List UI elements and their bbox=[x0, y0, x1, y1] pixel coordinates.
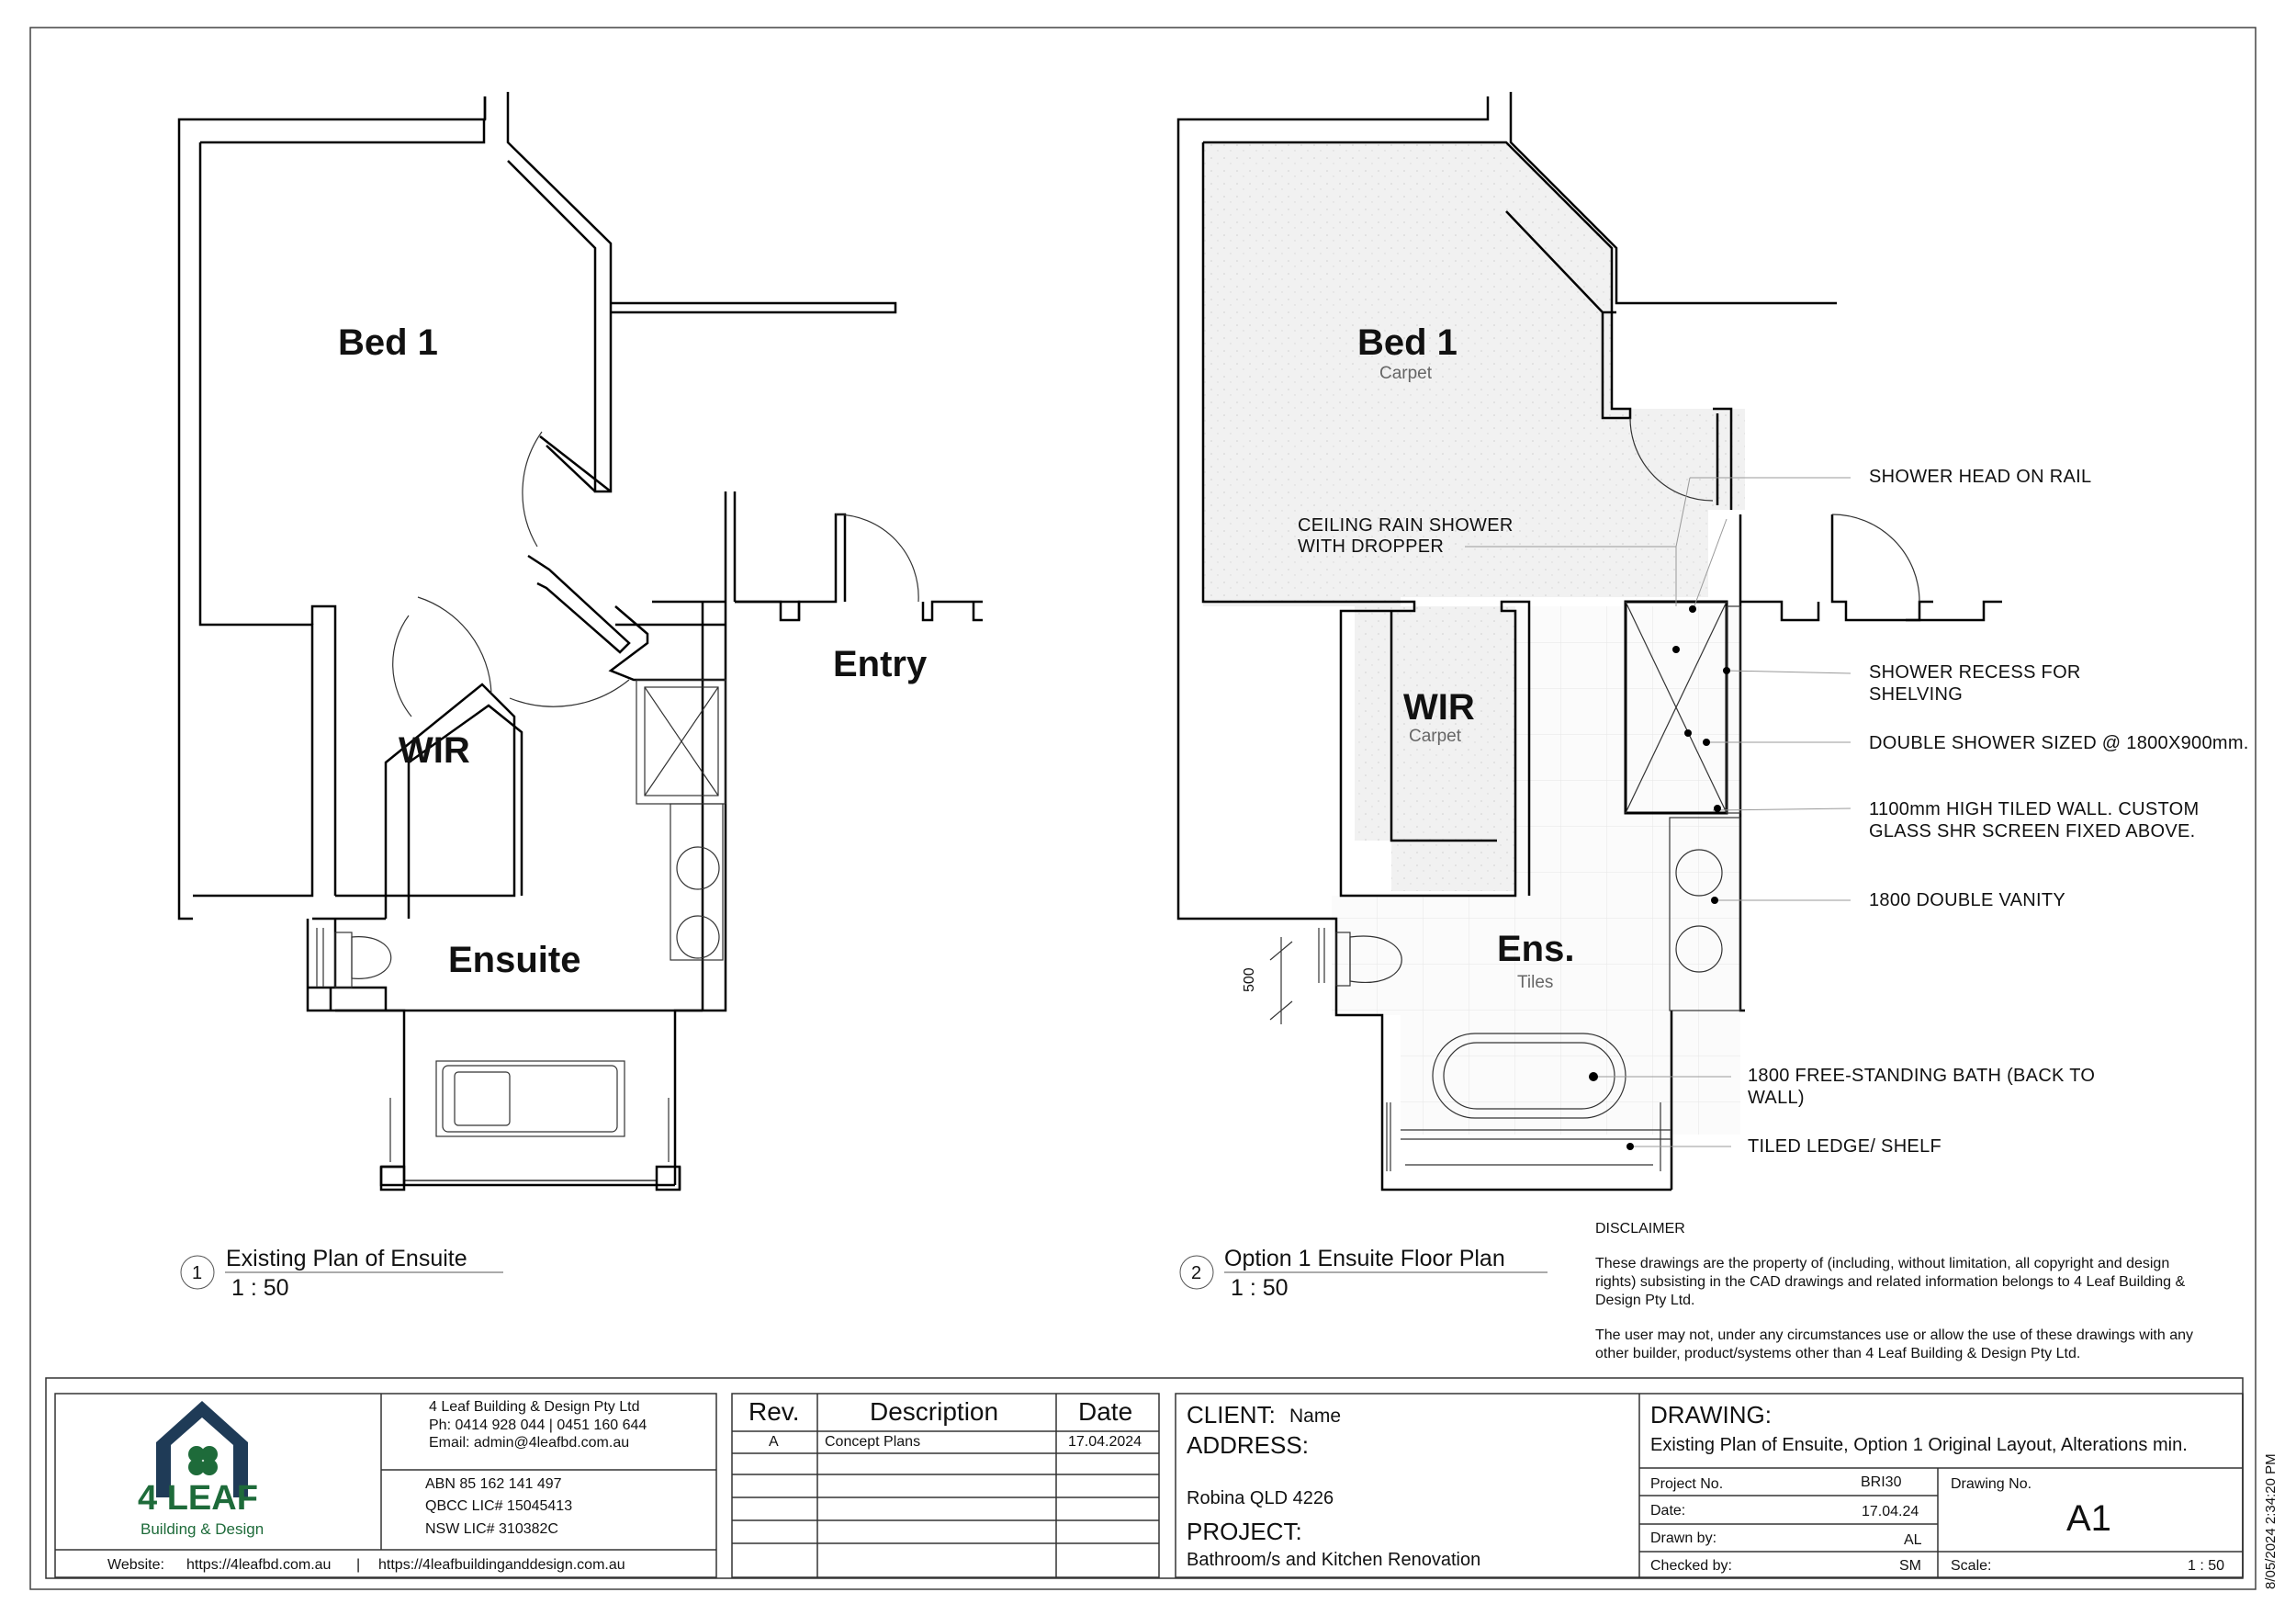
note-bath-2: WALL) bbox=[1748, 1088, 1805, 1108]
plan-number-1: 1 bbox=[192, 1263, 203, 1283]
finish-ens: Tiles bbox=[1517, 973, 1554, 992]
room-bed1-existing: Bed 1 bbox=[338, 322, 438, 363]
company-logo bbox=[156, 1401, 248, 1497]
logo-text: 4 LEAF bbox=[138, 1479, 258, 1518]
note-tiled-wall-1: 1100mm HIGH TILED WALL. CUSTOM bbox=[1869, 799, 2200, 819]
company-nsw: NSW LIC# 310382C bbox=[425, 1521, 558, 1537]
rev-row-desc: Concept Plans bbox=[825, 1434, 921, 1450]
address-value: Robina QLD 4226 bbox=[1187, 1488, 1334, 1508]
note-ceiling-shower-2: WITH DROPPER bbox=[1298, 536, 1445, 557]
dimension-500: 500 bbox=[1242, 967, 1257, 992]
plan-scale-2: 1 : 50 bbox=[1231, 1275, 1289, 1301]
description-header: Description bbox=[870, 1397, 999, 1426]
date-header: Date bbox=[1078, 1397, 1133, 1426]
company-phone: Ph: 0414 928 044 | 0451 160 644 bbox=[429, 1417, 647, 1433]
disclaimer-line-2: rights) subsisting in the CAD drawings a… bbox=[1595, 1274, 2186, 1290]
website-separator: | bbox=[356, 1557, 361, 1573]
website-label: Website: bbox=[107, 1557, 164, 1573]
rev-row-rev: A bbox=[769, 1434, 779, 1450]
finish-bed1: Carpet bbox=[1379, 364, 1433, 383]
note-ledge: TILED LEDGE/ SHELF bbox=[1748, 1136, 1942, 1157]
room-ensuite-existing: Ensuite bbox=[448, 940, 581, 980]
note-shower-recess-2: SHELVING bbox=[1869, 684, 1964, 705]
client-label: CLIENT: bbox=[1187, 1401, 1276, 1429]
project-no-label: Project No. bbox=[1650, 1476, 1724, 1492]
checked-by-label: Checked by: bbox=[1650, 1558, 1732, 1574]
drawing-no-value: A1 bbox=[2066, 1498, 2111, 1539]
note-ceiling-shower-1: CEILING RAIN SHOWER bbox=[1298, 515, 1514, 536]
existing-plan bbox=[177, 92, 983, 1191]
room-wir-option: WIR bbox=[1403, 687, 1475, 728]
disclaimer-line-5: other builder, product/systems other tha… bbox=[1595, 1346, 2081, 1361]
project-no-value: BRI30 bbox=[1861, 1474, 1902, 1490]
room-entry-existing: Entry bbox=[833, 644, 928, 684]
title-block-frame bbox=[45, 1377, 2244, 1579]
client-name: Name bbox=[1289, 1406, 1342, 1427]
plan-title-1: Existing Plan of Ensuite bbox=[226, 1246, 467, 1271]
company-name: 4 Leaf Building & Design Pty Ltd bbox=[429, 1399, 640, 1415]
address-label: ADDRESS: bbox=[1187, 1431, 1309, 1459]
finish-wir: Carpet bbox=[1409, 727, 1462, 746]
drawing-title: Existing Plan of Ensuite, Option 1 Origi… bbox=[1650, 1435, 2188, 1455]
option-plan bbox=[1176, 92, 2002, 1191]
scale-label: Scale: bbox=[1951, 1558, 1992, 1574]
disclaimer-heading: DISCLAIMER bbox=[1595, 1221, 1685, 1237]
sheet-border bbox=[29, 27, 2257, 1590]
website-link-1[interactable]: https://4leafbd.com.au bbox=[186, 1557, 332, 1573]
rev-header: Rev. bbox=[748, 1397, 800, 1426]
drawn-by-value: AL bbox=[1904, 1532, 1922, 1548]
room-ens-option: Ens. bbox=[1497, 929, 1575, 969]
rev-row-date: 17.04.2024 bbox=[1068, 1434, 1142, 1450]
disclaimer-line-4: The user may not, under any circumstance… bbox=[1595, 1327, 2193, 1343]
logo-subtext: Building & Design bbox=[141, 1520, 264, 1538]
plan-title-2: Option 1 Ensuite Floor Plan bbox=[1224, 1246, 1505, 1271]
company-email: Email: admin@4leafbd.com.au bbox=[429, 1435, 630, 1451]
room-wir-existing: WIR bbox=[399, 730, 470, 771]
plan-number-2: 2 bbox=[1191, 1263, 1202, 1283]
note-tiled-wall-2: GLASS SHR SCREEN FIXED ABOVE. bbox=[1869, 821, 2196, 841]
scale-value: 1 : 50 bbox=[2188, 1558, 2225, 1574]
checked-by-value: SM bbox=[1899, 1558, 1921, 1574]
project-label: PROJECT: bbox=[1187, 1518, 1302, 1545]
disclaimer-line-3: Design Pty Ltd. bbox=[1595, 1293, 1695, 1308]
drawing-no-label: Drawing No. bbox=[1951, 1476, 2032, 1492]
note-shower-recess-1: SHOWER RECESS FOR bbox=[1869, 662, 2081, 683]
website-link-2[interactable]: https://4leafbuildinganddesign.com.au bbox=[378, 1557, 625, 1573]
company-qbcc: QBCC LIC# 15045413 bbox=[425, 1498, 573, 1514]
project-value: Bathroom/s and Kitchen Renovation bbox=[1187, 1550, 1481, 1570]
drawn-by-label: Drawn by: bbox=[1650, 1530, 1717, 1546]
date-label: Date: bbox=[1650, 1503, 1686, 1519]
date-value: 17.04.24 bbox=[1862, 1504, 1919, 1519]
plan-marker-1 bbox=[180, 1255, 215, 1290]
plan-marker-2 bbox=[1179, 1255, 1214, 1290]
plan-scale-1: 1 : 50 bbox=[231, 1275, 289, 1301]
room-bed1-option: Bed 1 bbox=[1357, 322, 1458, 363]
note-double-shower: DOUBLE SHOWER SIZED @ 1800X900mm. bbox=[1869, 733, 2249, 753]
disclaimer-line-1: These drawings are the property of (incl… bbox=[1595, 1256, 2170, 1271]
note-vanity: 1800 DOUBLE VANITY bbox=[1869, 890, 2066, 910]
note-bath-1: 1800 FREE-STANDING BATH (BACK TO bbox=[1748, 1066, 2096, 1086]
note-shower-head: SHOWER HEAD ON RAIL bbox=[1869, 467, 2092, 487]
print-timestamp: 8/05/2024 2:34:20 PM bbox=[2263, 1453, 2279, 1589]
drawing-label: DRAWING: bbox=[1650, 1401, 1772, 1429]
company-abn: ABN 85 162 141 497 bbox=[425, 1476, 562, 1492]
